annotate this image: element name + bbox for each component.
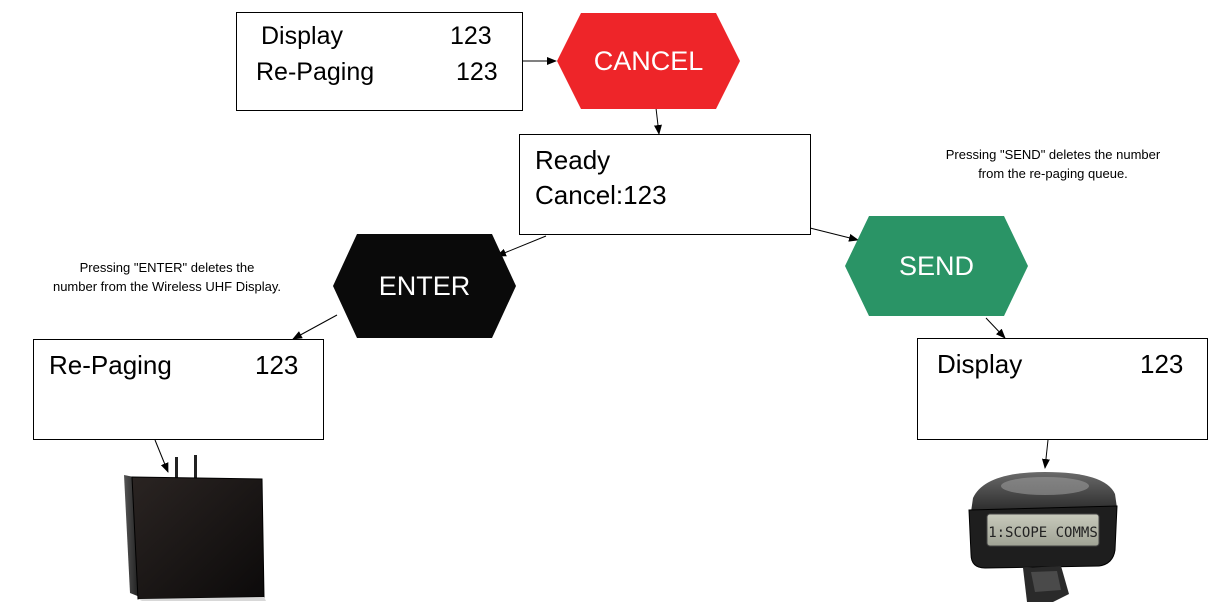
- enter-note-line-2: number from the Wireless UHF Display.: [52, 279, 282, 294]
- send-button[interactable]: SEND: [845, 216, 1028, 316]
- panel-antenna-right: [194, 455, 197, 479]
- arrow-ready-to-send: [809, 227, 859, 242]
- arrow-ready-to-enter: [496, 235, 547, 257]
- re-paging-label: Re-Paging: [256, 58, 375, 86]
- send-hexagon-fill: [845, 216, 1028, 316]
- top-status-box: Display 123 Re-Paging 123: [236, 12, 523, 111]
- display-value: 123: [450, 22, 492, 50]
- ready-label: Ready: [535, 145, 611, 175]
- arrow-cancel-to-ready: [653, 107, 662, 135]
- re-paging-box-value: 123: [255, 350, 299, 380]
- re-paging-box-label: Re-Paging: [49, 350, 172, 380]
- pager-clip-highlight: [1031, 571, 1061, 592]
- arrow-send-to-right-box: [985, 317, 1006, 339]
- enter-hexagon-fill: [333, 234, 516, 338]
- panel-shadow: [138, 597, 266, 601]
- display-label: Display: [261, 22, 343, 50]
- panel-face: [131, 476, 265, 600]
- arrow-left-box-to-panel: [154, 439, 169, 473]
- pager-top-highlight: [1001, 477, 1089, 495]
- cancel-hexagon-shape: [557, 13, 740, 109]
- enter-note-line-1: Pressing "ENTER" deletes the: [79, 260, 255, 275]
- pager-image: 1:SCOPE COMMS: [968, 472, 1118, 602]
- send-note: Pressing "SEND" deletes the number from …: [893, 145, 1211, 183]
- re-paging-box: Re-Paging 123: [33, 339, 324, 440]
- pager-lcd: [986, 513, 1100, 547]
- cancel-label: CANCEL: [593, 46, 704, 76]
- enter-hexagon-shape: [333, 234, 516, 338]
- arrow-enter-to-left-box: [292, 314, 338, 340]
- enter-note: Pressing "ENTER" deletes the number from…: [4, 258, 330, 296]
- send-label: SEND: [898, 251, 974, 281]
- send-note-line-2: from the re-paging queue.: [978, 166, 1128, 181]
- enter-label: ENTER: [378, 271, 471, 301]
- display-box-value: 123: [1140, 349, 1184, 379]
- display-box: Display 123: [917, 338, 1208, 440]
- pager-lcd-text: 1:SCOPE COMMS: [988, 525, 1098, 541]
- send-hexagon-shape: [845, 216, 1028, 316]
- cancel-hexagon-fill: [557, 13, 740, 109]
- send-note-line-1: Pressing "SEND" deletes the number: [945, 147, 1161, 162]
- ready-box: Ready Cancel:123: [519, 134, 811, 235]
- enter-button[interactable]: ENTER: [333, 234, 516, 338]
- cancel-number-label: Cancel:123: [535, 180, 667, 210]
- panel-antenna-left: [175, 457, 178, 479]
- wireless-uhf-display-image: [124, 455, 266, 601]
- arrow-right-box-to-pager: [1041, 439, 1050, 469]
- cancel-button[interactable]: CANCEL: [557, 13, 740, 109]
- display-box-label: Display: [937, 349, 1023, 379]
- re-paging-value: 123: [456, 58, 498, 86]
